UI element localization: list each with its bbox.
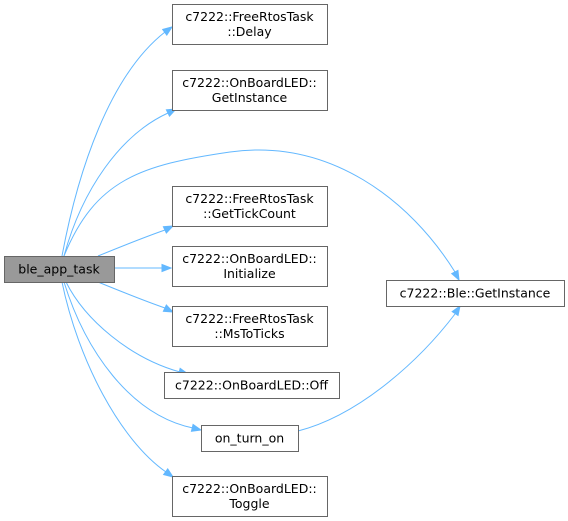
- edge-line: [97, 229, 166, 257]
- node-box: [172, 4, 328, 45]
- node-label-line: c7222::FreeRtosTask: [185, 9, 314, 24]
- node-box: [172, 70, 328, 111]
- node-label-line: c7222::Ble::GetInstance: [400, 286, 551, 301]
- node-label-line: ::Delay: [227, 24, 272, 39]
- edge-ble_app_task-to-delay: [61, 26, 174, 257]
- arrowhead-icon: [161, 26, 174, 37]
- node-label-line: c7222::OnBoardLED::: [182, 251, 317, 266]
- node-label-line: on_turn_on: [215, 431, 284, 446]
- edge-line: [97, 281, 166, 309]
- arrowhead-icon: [161, 263, 173, 273]
- edge-ble_app_task-to-on_turn_on: [63, 281, 203, 432]
- edge-line: [63, 281, 194, 429]
- node-led-toggle[interactable]: c7222::OnBoardLED::Toggle: [172, 476, 328, 517]
- node-delay[interactable]: c7222::FreeRtosTask::Delay: [172, 4, 328, 45]
- node-label-line: Toggle: [228, 496, 270, 511]
- edge-line: [61, 31, 166, 257]
- edge-ble_app_task-to-mstoticks: [97, 281, 175, 313]
- node-ble-getinstance[interactable]: c7222::Ble::GetInstance: [386, 280, 565, 307]
- node-box: [172, 476, 328, 517]
- node-label-line: c7222::OnBoardLED::: [182, 75, 317, 90]
- arrowhead-icon: [451, 304, 461, 317]
- edge-ble_app_task-to-led_getinstance: [63, 108, 178, 257]
- arrowhead-icon: [162, 304, 175, 313]
- node-label-line: ::MsToTicks: [214, 326, 284, 341]
- edge-line: [61, 281, 167, 473]
- arrowhead-icon: [162, 468, 175, 478]
- nodes-layer: ble_app_taskc7222::FreeRtosTask::Delayc7…: [4, 4, 565, 517]
- node-led-getinstance[interactable]: c7222::OnBoardLED::GetInstance: [172, 70, 328, 111]
- edge-ble_app_task-to-led_initialize: [114, 263, 173, 273]
- arrowhead-icon: [450, 269, 460, 282]
- edge-ble_app_task-to-led_off: [65, 281, 190, 376]
- node-label-line: ::GetTickCount: [203, 206, 296, 221]
- node-label-line: c7222::OnBoardLED::: [182, 481, 317, 496]
- node-box: [4, 256, 115, 283]
- node-on-turn-on[interactable]: on_turn_on: [201, 425, 299, 452]
- node-box: [172, 246, 328, 287]
- node-label-line: Initialize: [223, 266, 276, 281]
- node-label-line: ble_app_task: [18, 262, 100, 277]
- edge-on_turn_on-to-ble_getinstance: [297, 304, 461, 432]
- edge-ble_app_task-to-ble_getinstance: [63, 149, 460, 282]
- node-mstoticks[interactable]: c7222::FreeRtosTask::MsToTicks: [172, 306, 328, 347]
- node-gettickcount[interactable]: c7222::FreeRtosTask::GetTickCount: [172, 186, 328, 227]
- edge-line: [65, 281, 181, 373]
- arrowhead-icon: [162, 225, 175, 234]
- node-led-off[interactable]: c7222::OnBoardLED::Off: [164, 372, 340, 399]
- node-label-line: c7222::FreeRtosTask: [185, 311, 314, 326]
- node-label-line: c7222::FreeRtosTask: [185, 191, 314, 206]
- node-led-initialize[interactable]: c7222::OnBoardLED::Initialize: [172, 246, 328, 287]
- node-box: [201, 425, 299, 452]
- edge-ble_app_task-to-gettickcount: [97, 225, 175, 257]
- node-box: [164, 372, 340, 399]
- node-ble-app-task[interactable]: ble_app_task: [4, 256, 115, 283]
- node-label-line: c7222::OnBoardLED::Off: [175, 378, 328, 393]
- edge-line: [297, 313, 456, 432]
- edge-ble_app_task-to-led_toggle: [61, 281, 175, 478]
- node-box: [172, 186, 328, 227]
- edges-layer: [61, 26, 461, 478]
- edge-line: [63, 149, 456, 273]
- node-label-line: GetInstance: [212, 90, 288, 105]
- node-box: [386, 280, 565, 307]
- node-box: [172, 306, 328, 347]
- edge-line: [63, 112, 169, 257]
- arrowhead-icon: [190, 423, 203, 432]
